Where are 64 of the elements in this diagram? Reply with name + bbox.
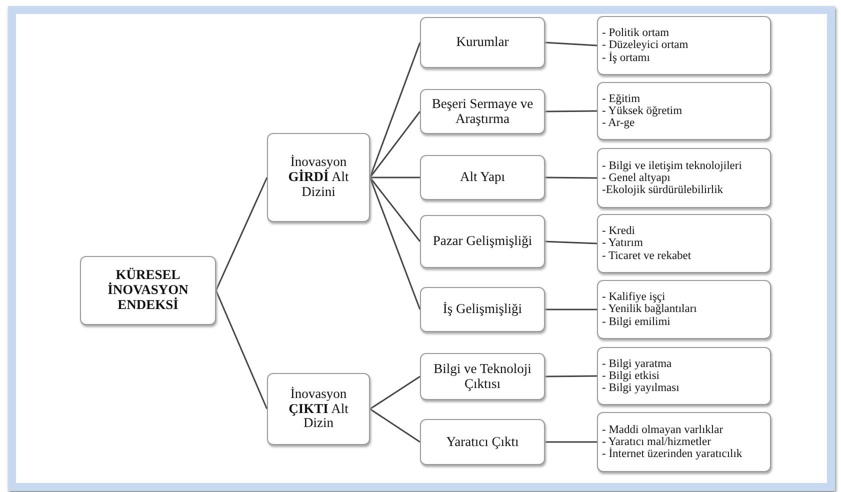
- indicator-text: - Bilgi ve iletişim teknolojileri: [602, 160, 743, 172]
- indicator-text: - Yatırım: [602, 237, 644, 250]
- indicator-text: - İş ortamı: [602, 52, 651, 64]
- connector-line: [370, 376, 420, 410]
- pillar-box: [420, 17, 545, 68]
- indicator-text: - Bilgi yaratma: [602, 358, 673, 370]
- connector-line: [369, 42, 421, 178]
- node-label: Kurumlar: [456, 35, 509, 50]
- indicator-text: - Genel altyapı: [602, 172, 672, 184]
- connector-line: [545, 308, 597, 310]
- indicator-list-box: [597, 148, 771, 208]
- connector-line: [544, 42, 598, 46]
- connector-line: [370, 408, 420, 443]
- indicator-text: - Yaratıcı mal/hizmetler: [602, 436, 712, 448]
- indicator-text: - Kalifiye işçi: [602, 291, 666, 304]
- connector-line: [544, 240, 598, 244]
- indicator-list-box: [597, 214, 771, 273]
- node-label: İnovasyon GİRDİ Alt Dizini: [287, 155, 350, 200]
- indicator-text: - Ar-ge: [602, 117, 636, 130]
- connector-line: [369, 177, 421, 242]
- indicator-list-box: [597, 347, 771, 405]
- indicator-list-box: [597, 412, 771, 472]
- indicator-text: -Ekolojik sürdürülebilirlik: [602, 184, 724, 196]
- indicator-list-box: [597, 280, 771, 339]
- pillar-box: [420, 353, 545, 400]
- connector-line: [215, 177, 268, 291]
- indicator-text: - Düzeleyici ortam: [602, 39, 690, 52]
- sub-index-box: [267, 133, 370, 222]
- indicator-text: - Yenilik bağlantıları: [602, 303, 698, 316]
- sub-index-box: [267, 373, 370, 445]
- indicator-text: - Ticaret ve rekabet: [602, 250, 692, 262]
- connector-line: [369, 177, 421, 310]
- connector-line: [545, 375, 597, 378]
- indicator-text: - Maddi olmayan varlıklar: [602, 424, 724, 436]
- indicator-text: - Bilgi etkisi: [602, 370, 660, 382]
- connector-line: [545, 441, 597, 443]
- indicator-text: - Yüksek öğretim: [602, 104, 684, 118]
- indicator-list-box: [597, 82, 771, 140]
- indicator-text: - Bilgi emilimi: [602, 316, 672, 328]
- pillar-box: [420, 215, 545, 268]
- indicator-list-box: [597, 16, 771, 75]
- node-label: Alt Yapı: [460, 170, 505, 185]
- node-label: Pazar Gelişmişliği: [432, 234, 532, 249]
- node-label: İnovasyon ÇIKTI Alt Dizin: [288, 386, 350, 432]
- indicator-text: - Eğitim: [602, 92, 642, 105]
- connector-line: [545, 110, 597, 112]
- connector-line: [545, 176, 597, 179]
- indicator-text: - Bilgi yayılması: [602, 382, 680, 394]
- node-label: KÜRESEL İNOVASYON ENDEKSİ: [106, 268, 190, 313]
- pillar-box: [420, 89, 545, 134]
- pillar-box: [420, 155, 545, 200]
- indicator-text: - Politik ortam: [602, 27, 670, 40]
- node-label: İş Gelişmişliği: [442, 302, 522, 317]
- connector-line: [370, 176, 420, 178]
- node-label: Bilgi ve Teknoloji Çıktısı: [432, 362, 532, 392]
- pillar-box: [420, 419, 545, 465]
- node-label: Yaratıcı Çıktı: [446, 434, 519, 450]
- indicator-text: - Kredi: [602, 225, 636, 238]
- index-box: [80, 256, 216, 325]
- indicator-text: - İnternet üzerinden yaratıcılık: [602, 448, 744, 460]
- connector-line: [215, 290, 268, 410]
- connector-line: [369, 111, 421, 178]
- node-label: Beşeri Sermaye ve Araştırma: [430, 96, 534, 126]
- pillar-box: [420, 287, 545, 332]
